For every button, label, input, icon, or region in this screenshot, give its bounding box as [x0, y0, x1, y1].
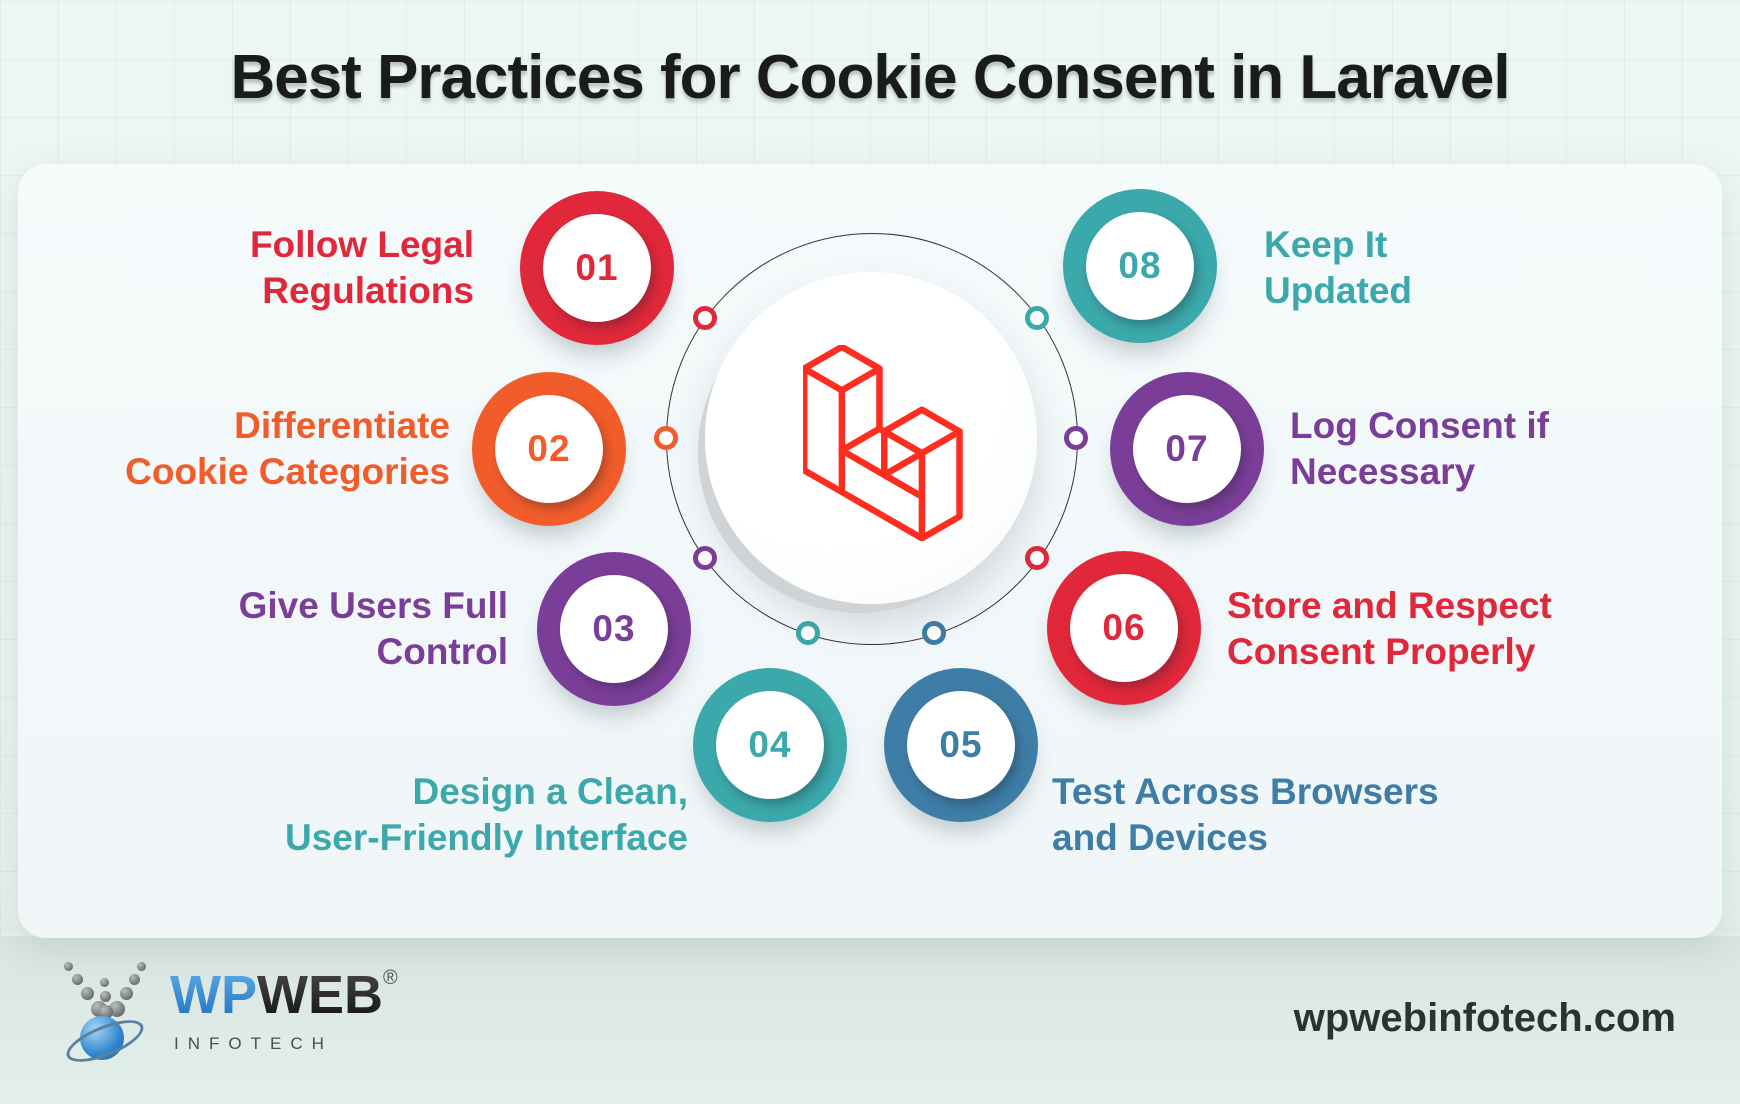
- brand-subtitle: INFOTECH: [174, 1034, 333, 1053]
- step-number: 05: [939, 724, 983, 765]
- step-ring-08: 08: [1063, 189, 1217, 343]
- step-number-circle: 05: [907, 691, 1015, 799]
- wpweb-logo-text: WPWEB® INFOTECH: [170, 960, 398, 1054]
- registered-mark-icon: ®: [382, 967, 398, 989]
- step-number: 06: [1102, 607, 1146, 648]
- wpweb-logo: WPWEB® INFOTECH: [58, 960, 398, 1071]
- step-ring-04: 04: [693, 668, 847, 822]
- wpweb-logo-mark-icon: [58, 960, 154, 1071]
- step-label-05: Test Across Browsers and Devices: [1052, 771, 1439, 858]
- step-label-08: Keep It Updated: [1264, 224, 1412, 311]
- orbit-dot: [654, 426, 678, 450]
- step-ring-03: 03: [537, 552, 691, 706]
- step-label-07: Log Consent if Necessary: [1290, 405, 1549, 492]
- brand-web: WEB: [257, 965, 383, 1025]
- step-label-03: Give Users Full Control: [238, 585, 508, 672]
- step-number: 03: [592, 608, 636, 649]
- globe-icon: [80, 1016, 124, 1060]
- step-ring-01: 01: [520, 191, 674, 345]
- infographic-card: 01 Follow Legal Regulations 02 Differentiat…: [18, 164, 1722, 938]
- step-number-circle: 07: [1133, 395, 1241, 503]
- step-number: 04: [748, 724, 792, 765]
- step-ring-05: 05: [884, 668, 1038, 822]
- orbit-dot: [795, 620, 820, 645]
- step-number-circle: 01: [543, 214, 651, 322]
- step-number: 08: [1118, 245, 1162, 286]
- step-ring-02: 02: [472, 372, 626, 526]
- laravel-logo-icon: [803, 345, 963, 541]
- step-label-01: Follow Legal Regulations: [249, 224, 474, 311]
- laravel-logo-circle: [705, 272, 1037, 604]
- orbit-dot: [1024, 305, 1049, 330]
- step-number-circle: 03: [560, 575, 668, 683]
- step-number-circle: 08: [1086, 212, 1194, 320]
- step-number-circle: 06: [1070, 574, 1178, 682]
- page-title: Best Practices for Cookie Consent in Lar…: [230, 43, 1510, 112]
- step-number: 02: [527, 428, 571, 469]
- orbit-dot: [693, 305, 718, 330]
- website-url: wpwebinfotech.com: [1293, 996, 1676, 1040]
- orbit-dot: [922, 620, 947, 645]
- step-label-04: Design a Clean, User-Friendly Interface: [284, 771, 688, 858]
- step-number-circle: 02: [495, 395, 603, 503]
- brand-name: WPWEB®: [170, 968, 398, 1022]
- step-ring-07: 07: [1110, 372, 1264, 526]
- footer-band: [0, 936, 1740, 1104]
- orbit-dot: [1024, 546, 1049, 571]
- step-number: 01: [575, 247, 619, 288]
- step-ring-06: 06: [1047, 551, 1201, 705]
- orbit-dot: [693, 546, 718, 571]
- step-number-circle: 04: [716, 691, 824, 799]
- brand-wp: WP: [170, 965, 257, 1025]
- step-label-02: Differentiate Cookie Categories: [125, 405, 450, 492]
- step-number: 07: [1165, 428, 1209, 469]
- orbit-dot: [1064, 426, 1088, 450]
- step-label-06: Store and Respect Consent Properly: [1227, 585, 1552, 672]
